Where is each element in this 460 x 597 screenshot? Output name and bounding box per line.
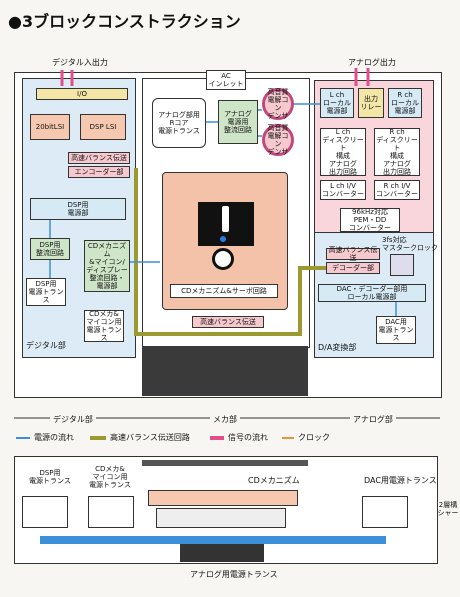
- cd-mech-power-box: CDメカニズム &マイコン/ ディスプレー 整流回路・ 電源部: [84, 240, 130, 292]
- side-dsp-trans-label: DSP用 電源トランス: [29, 469, 71, 485]
- cd-mech-servo-box: CDメカニズム&サーボ回路: [170, 284, 278, 298]
- da-section-label: D/A変換部: [318, 343, 357, 352]
- side-dac-trans-label: DAC用電源トランス: [364, 476, 437, 485]
- legend-signal-label: 信号の流れ: [228, 433, 268, 442]
- dsp-lsi-box-1: 20bitLSI: [30, 114, 70, 140]
- mecha-hs-transmit: 高速バランス伝送: [192, 316, 264, 328]
- lch-local-power: L ch ローカル 電源部: [320, 88, 354, 118]
- side-cd-trans-box: [88, 496, 134, 528]
- side-cd-mechanism-box: [148, 490, 298, 506]
- legend-clock-icon: [282, 437, 294, 439]
- side-cd-mechanism-label: CDメカニズム: [248, 476, 300, 485]
- digital-io-label: デジタル入出力: [52, 58, 108, 67]
- legend: 電源の流れ 高速バランス伝送回路 信号の流れ クロック: [14, 432, 440, 446]
- dsp-trans-box: DSP用 電源トランス: [26, 278, 66, 306]
- bottom-digital-label: デジタル部: [50, 414, 96, 425]
- top-view-connections: [49, 68, 397, 336]
- lch-iv-converter: L ch I/V コンバーター: [320, 180, 366, 200]
- side-dsp-trans-box: [22, 496, 68, 528]
- bottom-analog-label: アナログ部: [350, 414, 396, 425]
- side-cd-base: [156, 508, 286, 528]
- rch-discrete-output: R ch ディスクリート 構成 アナログ 出力回路: [374, 128, 420, 176]
- io-box: I/O: [36, 88, 128, 100]
- legend-signal-icon: [210, 436, 224, 440]
- side-cd-trans-label: CDメカ& マイコン用 電源トランス: [89, 465, 131, 489]
- bottom-mecha-label: メカ部: [210, 414, 240, 425]
- analog-reg-box: アナログ 電源用 整流回路: [218, 100, 258, 144]
- cd-mecha-trans-box: CDメカ& マイコン用 電源トランス: [84, 310, 124, 342]
- mecha-base-dark: [142, 346, 308, 396]
- cd-laser-dot: [220, 236, 226, 242]
- capacitor-2: 高音質 電解コン デンサ: [262, 124, 294, 156]
- side-note-label: 2層構 シャー: [437, 501, 459, 517]
- legend-hs-icon: [90, 436, 106, 440]
- rch-local-power: R ch ローカル 電源部: [388, 88, 422, 118]
- side-power-bus: [40, 536, 386, 544]
- side-view-top-lid: [142, 460, 308, 466]
- hs-transmit-line: [134, 168, 326, 336]
- rch-iv-converter: R ch I/V コンバーター: [374, 180, 420, 200]
- dsp-reg-box: DSP用 整流回路: [30, 238, 70, 260]
- legend-power-label: 電源の流れ: [34, 433, 74, 442]
- page-title: ●3ブロックコンストラクション: [8, 12, 241, 31]
- digital-hs-transmit: 高速バランス伝送: [68, 152, 130, 164]
- side-analog-trans-label: アナログ用電源トランス: [190, 570, 278, 579]
- side-dac-trans-box: [362, 496, 408, 528]
- analog-hs-transmit: 高速バランス伝送: [326, 246, 380, 262]
- analog-rcore-trans: アナログ部用 Rコア 電源トランス: [152, 98, 206, 148]
- dsp-power-box: DSP用 電源部: [30, 198, 126, 220]
- legend-clock-label: クロック: [298, 433, 330, 442]
- encoder-box: エンコーダー部: [68, 166, 130, 178]
- dac-trans-box: DAC用 電源トランス: [376, 316, 416, 344]
- pem-dd-converter: 96kHz対応 PEM・DD コンバーター: [340, 208, 400, 232]
- dac-local-power: DAC・デコーダー部用 ローカル電源部: [318, 284, 426, 302]
- dsp-lsi-box-2: DSP LSI: [80, 114, 126, 140]
- lch-discrete-output: L ch ディスクリート 構成 アナログ 出力回路: [320, 128, 366, 176]
- legend-hs-label: 高速バランス伝送回路: [110, 433, 190, 442]
- legend-power-icon: [16, 437, 30, 439]
- ac-inlet-box: AC インレット: [206, 70, 246, 90]
- output-relay-box: 出力 リレー: [358, 88, 384, 118]
- side-analog-trans-block: [180, 544, 264, 562]
- master-clock-chip: [390, 254, 414, 276]
- capacitor-1: 高音質 電解コン デンサ: [262, 88, 294, 120]
- cd-laser-bar: [222, 206, 229, 232]
- master-clock-label: 3fs対応 マスタークロック: [382, 236, 438, 252]
- decoder-box: デコーダー部: [326, 262, 380, 274]
- digital-section-label: デジタル部: [26, 341, 66, 350]
- cd-spindle-disc: [212, 248, 234, 270]
- analog-out-label: アナログ出力: [348, 58, 396, 67]
